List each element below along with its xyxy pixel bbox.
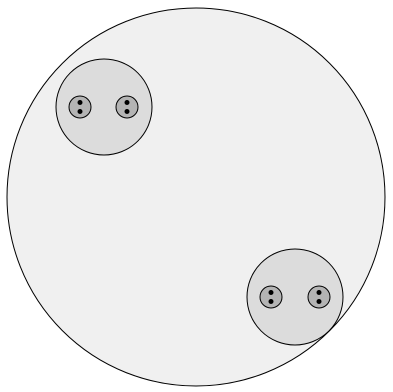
node-a bbox=[69, 96, 91, 118]
node-dot bbox=[317, 290, 322, 295]
node-dot bbox=[78, 109, 83, 114]
node-d bbox=[308, 286, 330, 308]
node-circle bbox=[308, 286, 330, 308]
node-circle bbox=[260, 286, 282, 308]
node-dot bbox=[269, 290, 274, 295]
node-circle bbox=[69, 96, 91, 118]
node-b bbox=[116, 96, 138, 118]
node-c bbox=[260, 286, 282, 308]
node-circle bbox=[116, 96, 138, 118]
node-dot bbox=[78, 100, 83, 105]
node-dot bbox=[317, 299, 322, 304]
group-bottom-right bbox=[247, 249, 343, 345]
group-top-left bbox=[56, 59, 152, 155]
node-dot bbox=[269, 299, 274, 304]
node-dot bbox=[125, 109, 130, 114]
node-dot bbox=[125, 100, 130, 105]
